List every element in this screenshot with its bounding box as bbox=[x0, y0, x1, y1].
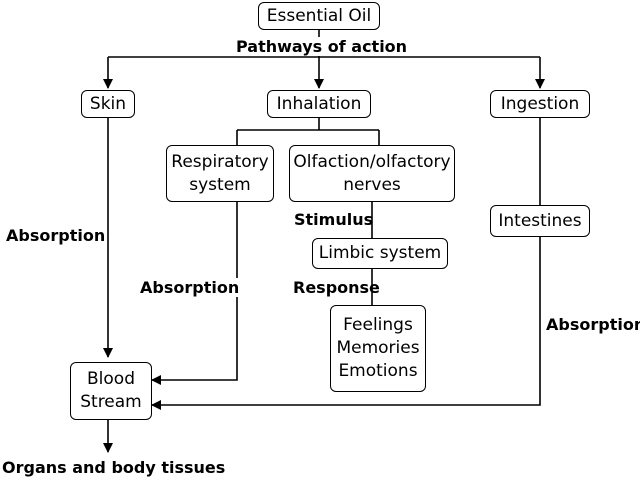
node-olfaction-line-2: nerves bbox=[343, 174, 401, 195]
node-blood-line-1: Blood bbox=[87, 369, 135, 390]
node-olfaction: Olfaction/olfactory nerves bbox=[289, 145, 455, 202]
node-emotions-line: Emotions bbox=[338, 360, 418, 381]
label-organs-and-body-tissues: Organs and body tissues bbox=[2, 458, 226, 477]
node-memories-line: Memories bbox=[336, 338, 420, 359]
label-absorption-skin: Absorption bbox=[6, 226, 106, 245]
label-absorption-intestines: Absorption bbox=[545, 315, 640, 335]
node-respiratory-line-1: Respiratory bbox=[171, 151, 269, 172]
node-olfaction-line-1: Olfaction/olfactory bbox=[293, 151, 451, 172]
label-absorption-respiratory: Absorption bbox=[138, 278, 242, 298]
node-intestines: Intestines bbox=[490, 205, 590, 237]
label-stimulus: Stimulus bbox=[294, 210, 374, 229]
arrow-intestines-to-blood bbox=[151, 237, 541, 410]
node-blood-stream: Blood Stream bbox=[70, 362, 152, 420]
node-feelings-line: Feelings bbox=[343, 315, 413, 336]
label-response: Response bbox=[293, 278, 380, 297]
label-pathways-of-action: Pathways of action bbox=[234, 37, 410, 57]
node-essential-oil-label: Essential Oil bbox=[266, 5, 372, 26]
node-limbic-system: Limbic system bbox=[312, 238, 448, 269]
arrow-respiratory-to-blood bbox=[151, 202, 238, 385]
node-ingestion: Ingestion bbox=[490, 90, 590, 118]
node-intestines-label: Intestines bbox=[498, 210, 582, 231]
node-ingestion-label: Ingestion bbox=[500, 93, 580, 114]
node-respiratory-system: Respiratory system bbox=[166, 145, 274, 202]
node-respiratory-line-2: system bbox=[189, 174, 251, 195]
node-skin-label: Skin bbox=[89, 93, 127, 114]
node-essential-oil: Essential Oil bbox=[258, 2, 380, 30]
node-blood-line-2: Stream bbox=[80, 392, 142, 412]
node-limbic-label: Limbic system bbox=[318, 243, 442, 264]
node-skin: Skin bbox=[81, 90, 135, 118]
node-inhalation: Inhalation bbox=[267, 90, 371, 118]
node-feelings-memories-emotions: Feelings Memories Emotions bbox=[330, 305, 426, 392]
node-inhalation-label: Inhalation bbox=[276, 93, 362, 114]
